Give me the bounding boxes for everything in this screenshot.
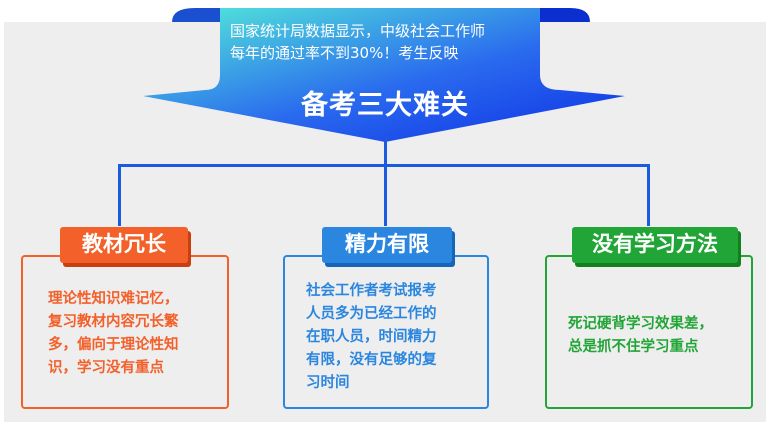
card-energy [283, 255, 489, 409]
text-line: 多，偏向于理论性知 [48, 337, 179, 353]
banner-ribbon [143, 8, 625, 142]
text-line: 人员多为已经工作的 [306, 306, 437, 322]
card-method-body: 死记硬背学习效果差， 总是抓不住学习重点 [568, 313, 713, 359]
connector-center [384, 164, 387, 226]
banner-line-2: 每年的通过率不到30%！考生反映 [230, 44, 459, 62]
banner-line-1: 国家统计局数据显示，中级社会工作师 [230, 22, 486, 40]
text-line: 社会工作者考试报考 [306, 283, 437, 299]
text-line: 识，学习没有重点 [48, 360, 164, 376]
text-line: 习时间 [306, 375, 350, 391]
connector-right [647, 164, 650, 226]
card-textbook-title: 教材冗长 [60, 227, 188, 263]
card-energy-body: 社会工作者考试报考 人员多为已经工作的 在职人员，时间精力 有限，没有足够的复 … [306, 280, 437, 395]
card-energy-title: 精力有限 [322, 227, 452, 263]
text-line: 复习教材内容冗长繁 [48, 314, 179, 330]
text-line: 在职人员，时间精力 [306, 329, 437, 345]
card-method-title: 没有学习方法 [572, 227, 738, 263]
text-line: 有限，没有足够的复 [306, 352, 437, 368]
banner-title: 备考三大难关 [301, 90, 469, 121]
text-line: 总是抓不住学习重点 [568, 339, 699, 355]
connector-center-top [384, 138, 387, 166]
text-line: 理论性知识难记忆， [48, 291, 179, 307]
banner-subtitle: 国家统计局数据显示，中级社会工作师 每年的通过率不到30%！考生反映 [230, 20, 540, 64]
text-line: 死记硬背学习效果差， [568, 316, 713, 332]
card-textbook [21, 255, 229, 409]
card-textbook-body: 理论性知识难记忆， 复习教材内容冗长繁 多，偏向于理论性知 识，学习没有重点 [48, 288, 179, 380]
connector-left [118, 164, 121, 226]
